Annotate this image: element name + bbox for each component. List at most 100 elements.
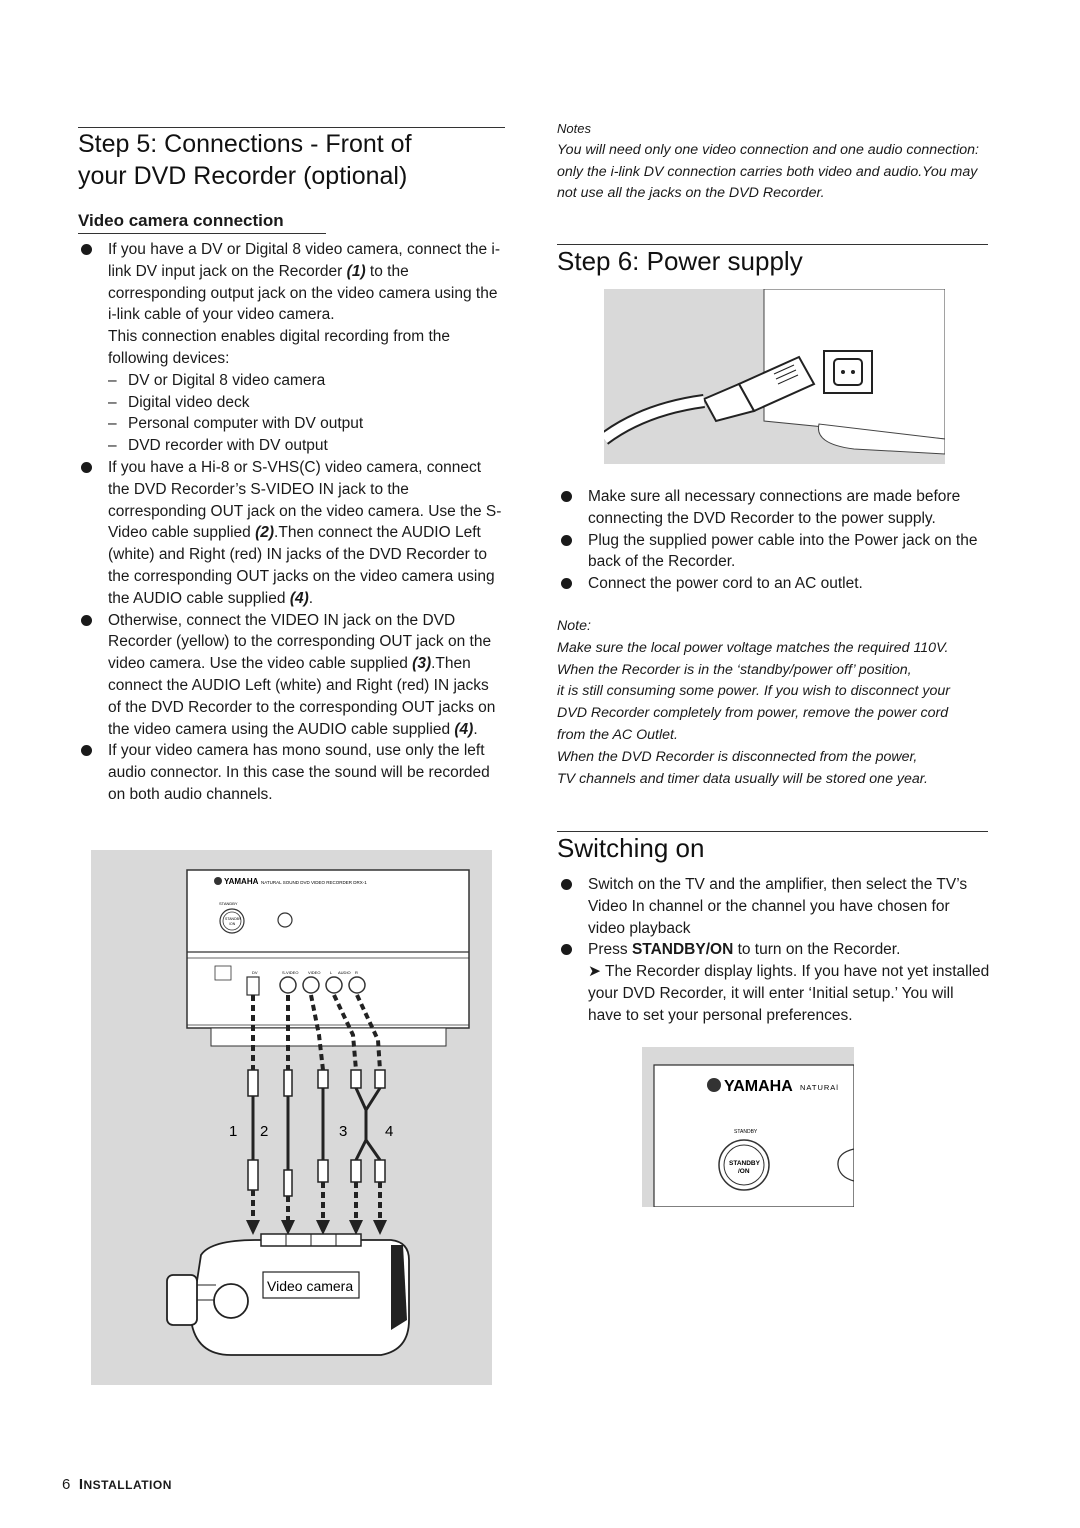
panel-natural: NATURAl xyxy=(800,1083,839,1092)
switch-bullets: Switch on the TV and the amplifier, then… xyxy=(560,874,990,1027)
diagram-model: NATURAL SOUND DVD VIDEO RECORDER DRX-1 xyxy=(261,880,367,885)
dv-jack-icon xyxy=(246,976,260,996)
arrowheads xyxy=(246,1220,387,1235)
yamaha-logo-icon xyxy=(214,877,222,885)
list-item: Connect the power cord to an AC outlet. xyxy=(560,573,990,595)
diagram-standby-btn-text2: /ON xyxy=(229,922,236,926)
callout-number: (1) xyxy=(346,262,366,280)
left-body: If you have a DV or Digital 8 video came… xyxy=(80,239,505,806)
diagram-standby-btn-text: STANDBY xyxy=(225,917,242,921)
section-title-switching: Switching on xyxy=(557,833,705,863)
bullet-text: Otherwise, connect the VIDEO IN jack on … xyxy=(108,611,492,673)
note-line: DVD Recorder completely from power, remo… xyxy=(557,705,949,722)
notes-text: You will need only one video connection … xyxy=(557,141,980,202)
bullet-text: . xyxy=(308,589,314,607)
list-item: If your video camera has mono sound, use… xyxy=(80,740,505,805)
section-title-step5: Step 5: Connections - Front of your DVD … xyxy=(78,128,518,192)
title-line-1: Step 5: Connections - Front of xyxy=(78,130,412,158)
bullet-text: The Recorder display lights. If you have… xyxy=(588,963,990,1024)
note-line: it is still consuming some power. If you… xyxy=(557,683,950,700)
power-svg xyxy=(599,288,946,455)
title-line-2: your DVD Recorder (optional) xyxy=(78,162,408,190)
page-number: 6 xyxy=(62,1476,71,1493)
power-illustration xyxy=(599,288,946,464)
switch-bullet-list: Switch on the TV and the amplifier, then… xyxy=(560,874,990,1027)
diagram-svg: YAMAHA NATURAL SOUND DVD VIDEO RECORDER … xyxy=(166,869,470,1356)
callout-1: 1 xyxy=(229,1123,237,1140)
standby-on-text: STANDBY/ON xyxy=(631,941,734,959)
panel-standby-label: STANDBY xyxy=(734,1129,758,1135)
panel-btn-text: STANDBY xyxy=(729,1160,761,1167)
power-plug-icon xyxy=(599,355,816,445)
callout-number: (2) xyxy=(255,524,275,542)
audio-l-jack-icon xyxy=(325,976,343,994)
note-line: When the Recorder is in the ‘standby/pow… xyxy=(557,661,912,678)
camera-label: Video camera xyxy=(267,1278,353,1294)
note-line: Make sure the local power voltage matche… xyxy=(557,639,949,656)
svideo-jack-icon xyxy=(279,976,297,994)
list-item: If you have a DV or Digital 8 video came… xyxy=(80,239,505,457)
cables xyxy=(251,994,382,1071)
bullet-text: .Then connect the AUDIO Left (white) and… xyxy=(108,655,496,738)
jack-label-audio: AUDIO xyxy=(338,970,351,975)
sensor-icon xyxy=(277,912,293,928)
recorder-body xyxy=(186,869,470,1029)
bullet-text: .Then connect the AUDIO Left (white) and… xyxy=(108,524,495,607)
video-camera-icon: Video camera xyxy=(166,1233,410,1356)
list-item: Press STANDBY/ON to turn on the Recorder… xyxy=(560,939,990,1026)
front-panel-illustration: YAMAHA NATURAl STANDBY STANDBY /ON xyxy=(642,1047,855,1208)
callout-4: 4 xyxy=(385,1123,393,1140)
subheading-text: Video camera connection xyxy=(78,211,284,230)
section-name-first: I xyxy=(78,1476,84,1493)
bullet-text: If you have a Hi-8 or S-VHS(C) video cam… xyxy=(108,458,502,542)
bullet-text: If you have a DV or Digital 8 video came… xyxy=(108,241,501,280)
list-item: Switch on the TV and the amplifier, then… xyxy=(560,874,990,939)
bullet-paragraph: This connection enables digital recordin… xyxy=(108,328,451,367)
list-item: Plug the supplied power cable into the P… xyxy=(560,530,990,574)
jack-label-l: L xyxy=(330,970,333,975)
video-jack-icon xyxy=(302,976,320,994)
list-item: Otherwise, connect the VIDEO IN jack on … xyxy=(80,610,505,741)
bullet-text: . xyxy=(473,720,478,738)
callout-number: (4) xyxy=(454,720,474,738)
note-title: Note: xyxy=(557,618,591,634)
notes-block: Notes You will need only one video conne… xyxy=(557,118,997,205)
connection-diagram: YAMAHA NATURAL SOUND DVD VIDEO RECORDER … xyxy=(91,850,492,1385)
list-item: DVD recorder with DV output xyxy=(108,435,505,457)
power-note: Note: Make sure the local power voltage … xyxy=(557,616,997,790)
audio-r-jack-icon xyxy=(348,976,366,994)
power-bullets: Make sure all necessary connections are … xyxy=(560,486,990,595)
arrow-icon: ➤ xyxy=(588,963,601,981)
power-bullet-list: Make sure all necessary connections are … xyxy=(560,486,990,595)
section-name-rest: NSTALLATION xyxy=(83,1478,172,1492)
note-line: TV channels and timer data usually will … xyxy=(557,770,928,787)
bullet-text: to the corresponding output jack on the … xyxy=(108,262,498,324)
bullet-text: to turn on the Recorder. xyxy=(733,941,901,959)
jack-label-video: VIDEO xyxy=(308,970,320,975)
list-item: Digital video deck xyxy=(108,392,505,414)
bullet-text: Press xyxy=(588,941,632,959)
device-list: DV or Digital 8 video camera Digital vid… xyxy=(108,370,505,457)
callout-2: 2 xyxy=(260,1123,268,1140)
list-item: DV or Digital 8 video camera xyxy=(108,370,505,392)
jack-label-dv: DV xyxy=(252,970,258,975)
notes-title: Notes xyxy=(557,121,591,136)
jack-label-r: R xyxy=(355,970,358,975)
panel-btn-text2: /ON xyxy=(738,1168,750,1175)
note-line: from the AC Outlet. xyxy=(557,726,678,743)
list-item: Personal computer with DV output xyxy=(108,413,505,435)
jack-label-svideo: S-VIDEO xyxy=(282,970,298,975)
subheading-rule xyxy=(78,233,326,234)
note-line: When the DVD Recorder is disconnected fr… xyxy=(557,748,918,765)
diagram-brand: YAMAHA xyxy=(224,877,259,886)
title-rule-left xyxy=(78,127,505,128)
title-rule-switch xyxy=(557,831,988,832)
yamaha-logo-icon xyxy=(707,1078,721,1092)
panel-brand: YAMAHA xyxy=(724,1078,793,1095)
sensor-icon xyxy=(837,1148,855,1182)
section-title-step6: Step 6: Power supply xyxy=(557,246,803,276)
callout-3: 3 xyxy=(339,1123,347,1140)
front-panel-svg: YAMAHA NATURAl STANDBY STANDBY /ON xyxy=(653,1064,855,1208)
diagram-standby-label: STANDBY xyxy=(219,901,238,906)
